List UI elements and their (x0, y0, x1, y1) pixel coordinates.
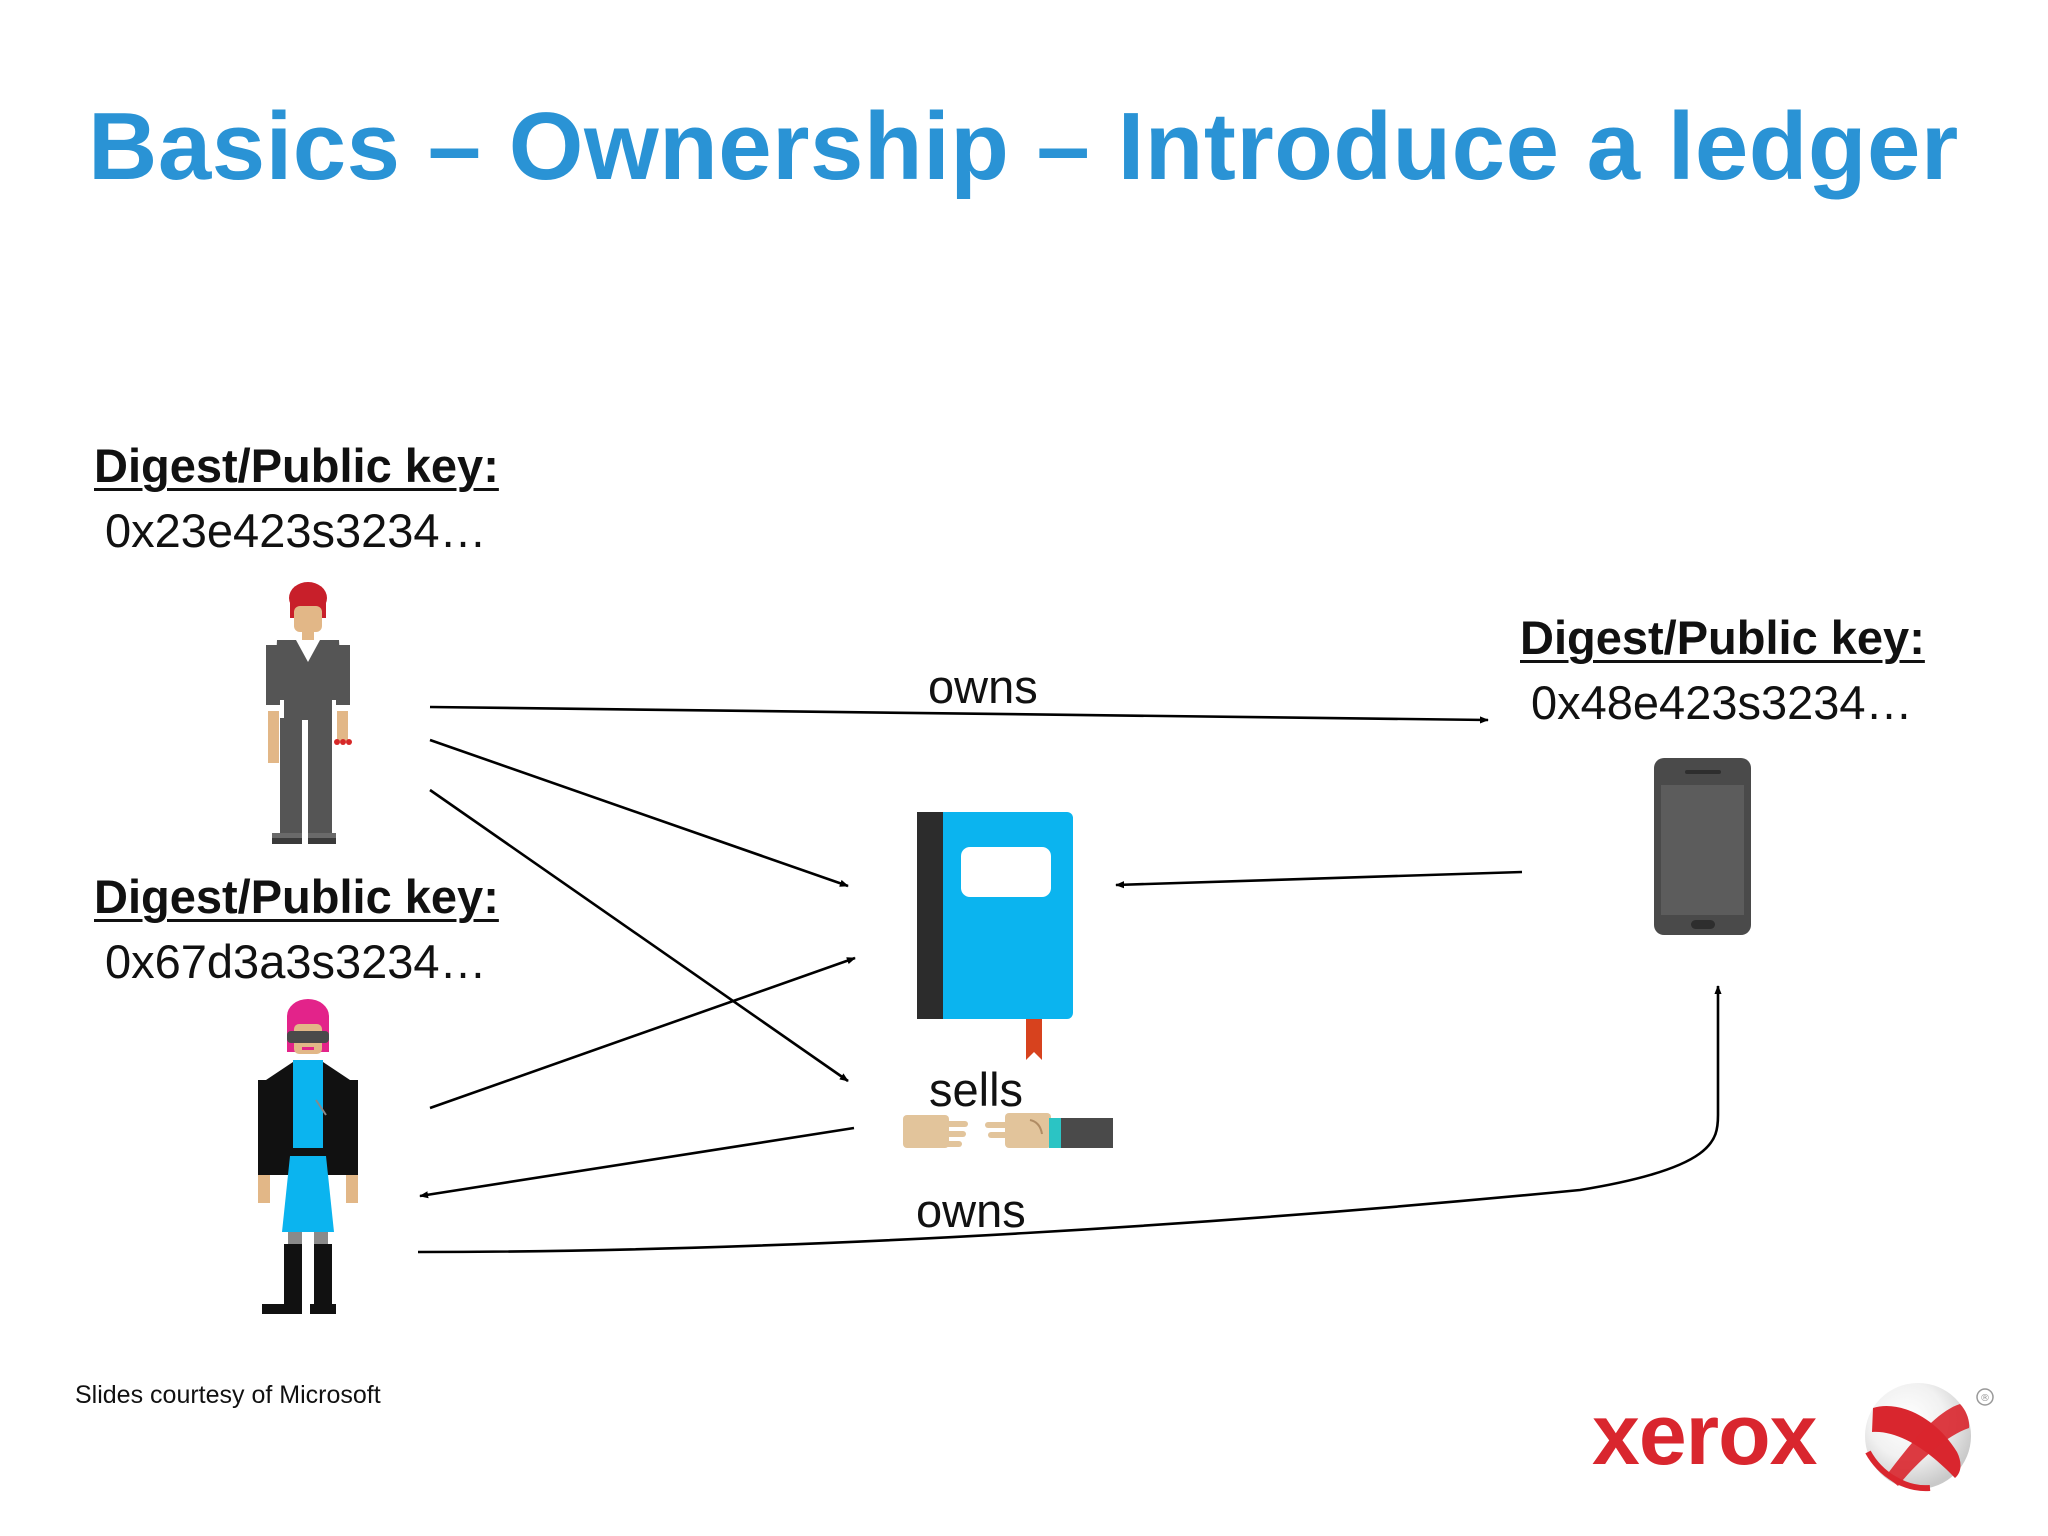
xerox-logo-text: xerox (1592, 1387, 1817, 1483)
edge-label-owns-bottom: owns (916, 1184, 1026, 1237)
ledger-book-icon (917, 812, 1073, 1060)
phone-key-value: 0x48e423s3234… (1531, 676, 1913, 729)
arrow-person-b-owns-phone (417, 985, 1722, 1254)
arrow-phone-to-ledger (1115, 870, 1523, 889)
registered-mark: ® (1980, 1393, 1990, 1404)
person-a-icon (266, 582, 352, 844)
edge-label-sells: sells (929, 1063, 1024, 1116)
arrow-person-a-owns-phone (429, 705, 1489, 724)
arrow-sells-to-person-b (419, 1126, 855, 1199)
person-a-key-value: 0x23e423s3234… (105, 504, 487, 557)
xerox-sphere-icon: ® (1865, 1383, 1994, 1492)
handshake-icon (903, 1113, 1113, 1148)
footer-credit: Slides courtesy of Microsoft (75, 1381, 381, 1409)
arrow-person-b-to-ledger (429, 956, 856, 1110)
slide-title: Basics – Ownership – Introduce a ledger (88, 93, 1959, 200)
person-b-key-value: 0x67d3a3s3234… (105, 935, 487, 988)
person-b-key-label: Digest/Public key: (94, 870, 499, 923)
arrow-person-a-to-ledger (429, 738, 849, 888)
person-a-key-label: Digest/Public key: (94, 439, 499, 492)
arrow-person-a-to-sells (429, 788, 849, 1083)
edge-label-owns-top: owns (928, 660, 1038, 713)
arrows (417, 705, 1722, 1254)
person-b-icon (258, 999, 358, 1314)
phone-key-label: Digest/Public key: (1520, 611, 1925, 664)
smartphone-icon (1654, 758, 1751, 935)
